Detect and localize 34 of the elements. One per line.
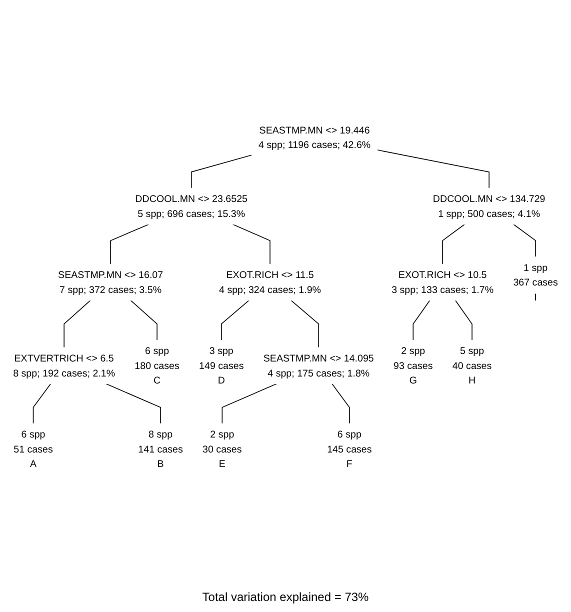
connector <box>412 300 430 341</box>
node-text: SEASTMP.MN <> 16.07 7 spp; 372 cases; 3.5% <box>58 269 164 296</box>
connector <box>454 300 472 341</box>
node-text: 2 spp 93 cases G <box>394 345 433 386</box>
connector <box>105 383 161 424</box>
connector <box>513 224 536 258</box>
connector <box>232 224 270 265</box>
connector <box>220 300 250 341</box>
node-text: 1 spp 367 cases I <box>513 262 558 303</box>
node-text: DDCOOL.MN <> 134.729 1 spp; 500 cases; 4.1% <box>432 193 546 220</box>
node-text: 5 spp 40 cases H <box>452 345 492 386</box>
caption: Total variation explained = 73% <box>202 590 369 604</box>
connector <box>190 154 252 189</box>
connector <box>110 224 150 265</box>
connector <box>332 383 350 424</box>
node-text: SEASTMP.MN <> 19.446 4 spp; 1196 cases; 42.6% <box>258 124 371 151</box>
connector <box>64 300 91 348</box>
node-text: 8 spp 141 cases B <box>138 428 183 470</box>
connector <box>222 383 278 424</box>
node-text: 6 spp 51 cases A <box>14 428 53 470</box>
node-text: EXTVERTRICH <> 6.5 8 spp; 192 cases; 2.1% <box>13 352 116 379</box>
node-text: 2 spp 30 cases E <box>202 428 242 470</box>
node-text: EXOT.RICH <> 11.5 4 spp; 324 cases; 1.9% <box>219 269 321 296</box>
connector <box>376 150 490 189</box>
connector <box>32 383 52 424</box>
connector <box>442 224 466 265</box>
connector <box>130 300 158 341</box>
node-text: DDCOOL.MN <> 23.6525 5 spp; 696 cases; 15.3% <box>135 193 248 220</box>
node-text: 6 spp 180 cases C <box>134 345 180 386</box>
connector <box>290 300 320 348</box>
node-text: 6 spp 145 cases F <box>327 428 372 470</box>
node-text: 3 spp 149 cases D <box>199 345 244 386</box>
node-text: EXOT.RICH <> 10.5 3 spp; 133 cases; 1.7% <box>392 269 494 296</box>
node-text: SEASTMP.MN <> 14.095 4 spp; 175 cases; 1.8% <box>263 352 374 379</box>
